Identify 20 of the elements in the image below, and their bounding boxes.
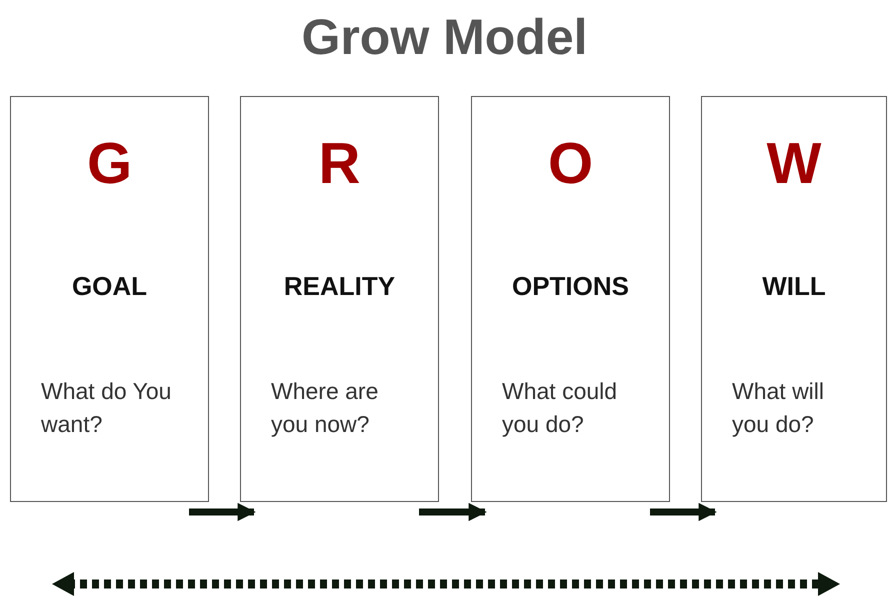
step-heading: GOAL: [70, 273, 148, 299]
step-question: Where are you now?: [271, 377, 380, 440]
letter-label: G: [86, 135, 134, 193]
letter-label: R: [318, 135, 362, 193]
arrow: [650, 502, 717, 522]
step-question: What will you do?: [732, 377, 826, 440]
arrow: [419, 502, 487, 522]
step-heading: WILL: [761, 273, 827, 299]
letter-label: O: [546, 135, 594, 193]
step-box: [10, 96, 209, 502]
diagram-title: Grow Model: [300, 8, 589, 66]
step-heading: REALITY: [282, 273, 396, 299]
letter-label: W: [766, 135, 822, 193]
arrow: [189, 502, 256, 522]
step-box: [471, 96, 670, 502]
step-question: What do You want?: [41, 377, 172, 440]
step-question: What could you do?: [502, 377, 618, 440]
step-heading: OPTIONS: [510, 273, 630, 299]
step-box: [240, 96, 439, 502]
step-box: [701, 96, 887, 502]
